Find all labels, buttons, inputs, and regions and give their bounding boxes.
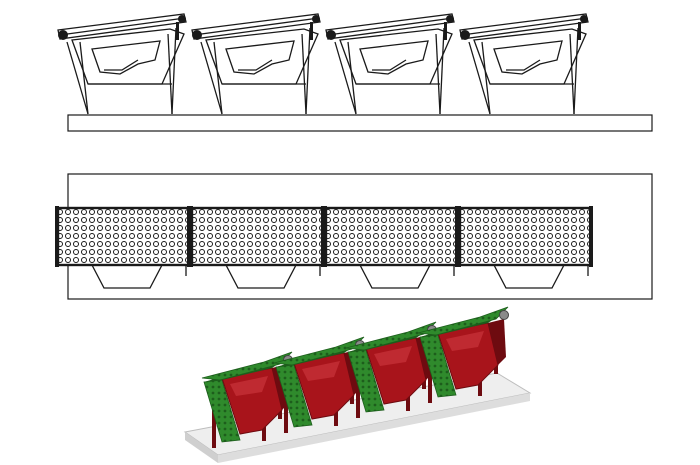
side-right-leg (573, 27, 579, 115)
iso-front-leg (212, 400, 216, 448)
iso-base-side (218, 393, 530, 463)
side-vibrator-post (310, 22, 313, 40)
isometric-render-view (183, 306, 532, 463)
iso-base-front (185, 432, 218, 463)
side-right-leg (171, 27, 177, 115)
side-left-roller (192, 30, 202, 40)
side-hopper-body (71, 28, 185, 85)
side-hopper-slot (506, 59, 541, 71)
side-hopper-inner (359, 40, 429, 75)
plan-chute (90, 264, 164, 289)
side-right-roller (312, 15, 320, 23)
side-hopper-body (473, 28, 587, 85)
side-right-leg (439, 27, 445, 115)
side-deck-line (193, 17, 320, 36)
side-right-brace (167, 33, 173, 115)
plan-screen-panel (324, 206, 459, 267)
side-left-roller (460, 30, 470, 40)
side-deck-line (327, 17, 454, 36)
plan-unit (189, 206, 325, 289)
iso-front-leg (284, 385, 288, 433)
side-hopper-inner (225, 40, 295, 75)
iso-hopper-highlight (302, 361, 340, 381)
iso-hopper-highlight (230, 376, 268, 396)
plan-left-rail (55, 206, 59, 267)
side-right-roller (446, 15, 454, 23)
side-left-leg (200, 41, 223, 115)
side-unit (57, 13, 187, 115)
side-deck-line (59, 17, 186, 36)
plan-screen-panel (458, 206, 593, 267)
iso-hopper-highlight (374, 346, 412, 366)
iso-hopper-side (488, 319, 506, 365)
plan-chute (358, 264, 432, 289)
side-view-base-plate (67, 114, 653, 132)
side-left-brace (481, 41, 491, 115)
plan-chute (224, 264, 298, 289)
side-left-leg (334, 41, 357, 115)
side-hopper-body (339, 28, 453, 85)
side-left-brace (213, 41, 223, 115)
plan-screen-panel (190, 206, 325, 267)
side-hopper-inner (91, 40, 161, 75)
side-hopper-body (205, 28, 319, 85)
side-unit (191, 13, 321, 115)
iso-front-leg (356, 370, 360, 418)
iso-front-leg (428, 355, 432, 403)
iso-hopper-highlight (446, 331, 484, 351)
side-elevation-view (57, 13, 653, 132)
side-vibrator-post (444, 22, 447, 40)
side-unit (325, 13, 455, 115)
plan-left-rail (457, 206, 461, 267)
side-right-roller (178, 15, 186, 23)
side-deck-line (461, 17, 588, 36)
side-left-roller (58, 30, 68, 40)
side-unit (459, 13, 589, 115)
iso-unit (273, 336, 365, 433)
side-vibrator-post (578, 22, 581, 40)
side-right-leg (305, 27, 311, 115)
side-right-brace (569, 33, 575, 115)
side-hopper-inner (493, 40, 563, 75)
side-hopper-slot (238, 59, 273, 71)
side-hopper-slot (104, 59, 139, 71)
plan-view (55, 173, 653, 300)
plan-screen-panel (56, 206, 191, 267)
side-right-brace (301, 33, 307, 115)
side-left-brace (79, 41, 89, 115)
plan-unit (457, 206, 593, 289)
plan-chute (492, 264, 566, 289)
side-left-leg (66, 41, 89, 115)
side-right-brace (435, 33, 441, 115)
side-left-roller (326, 30, 336, 40)
plan-right-rail (589, 206, 593, 267)
plan-left-rail (323, 206, 327, 267)
side-vibrator-post (176, 22, 179, 40)
plan-unit (55, 206, 191, 289)
side-left-brace (347, 41, 357, 115)
side-left-leg (468, 41, 491, 115)
iso-unit (417, 306, 509, 403)
side-right-roller (580, 15, 588, 23)
plan-left-rail (189, 206, 193, 267)
side-hopper-slot (372, 59, 407, 71)
iso-vibrator-motor (499, 310, 509, 320)
